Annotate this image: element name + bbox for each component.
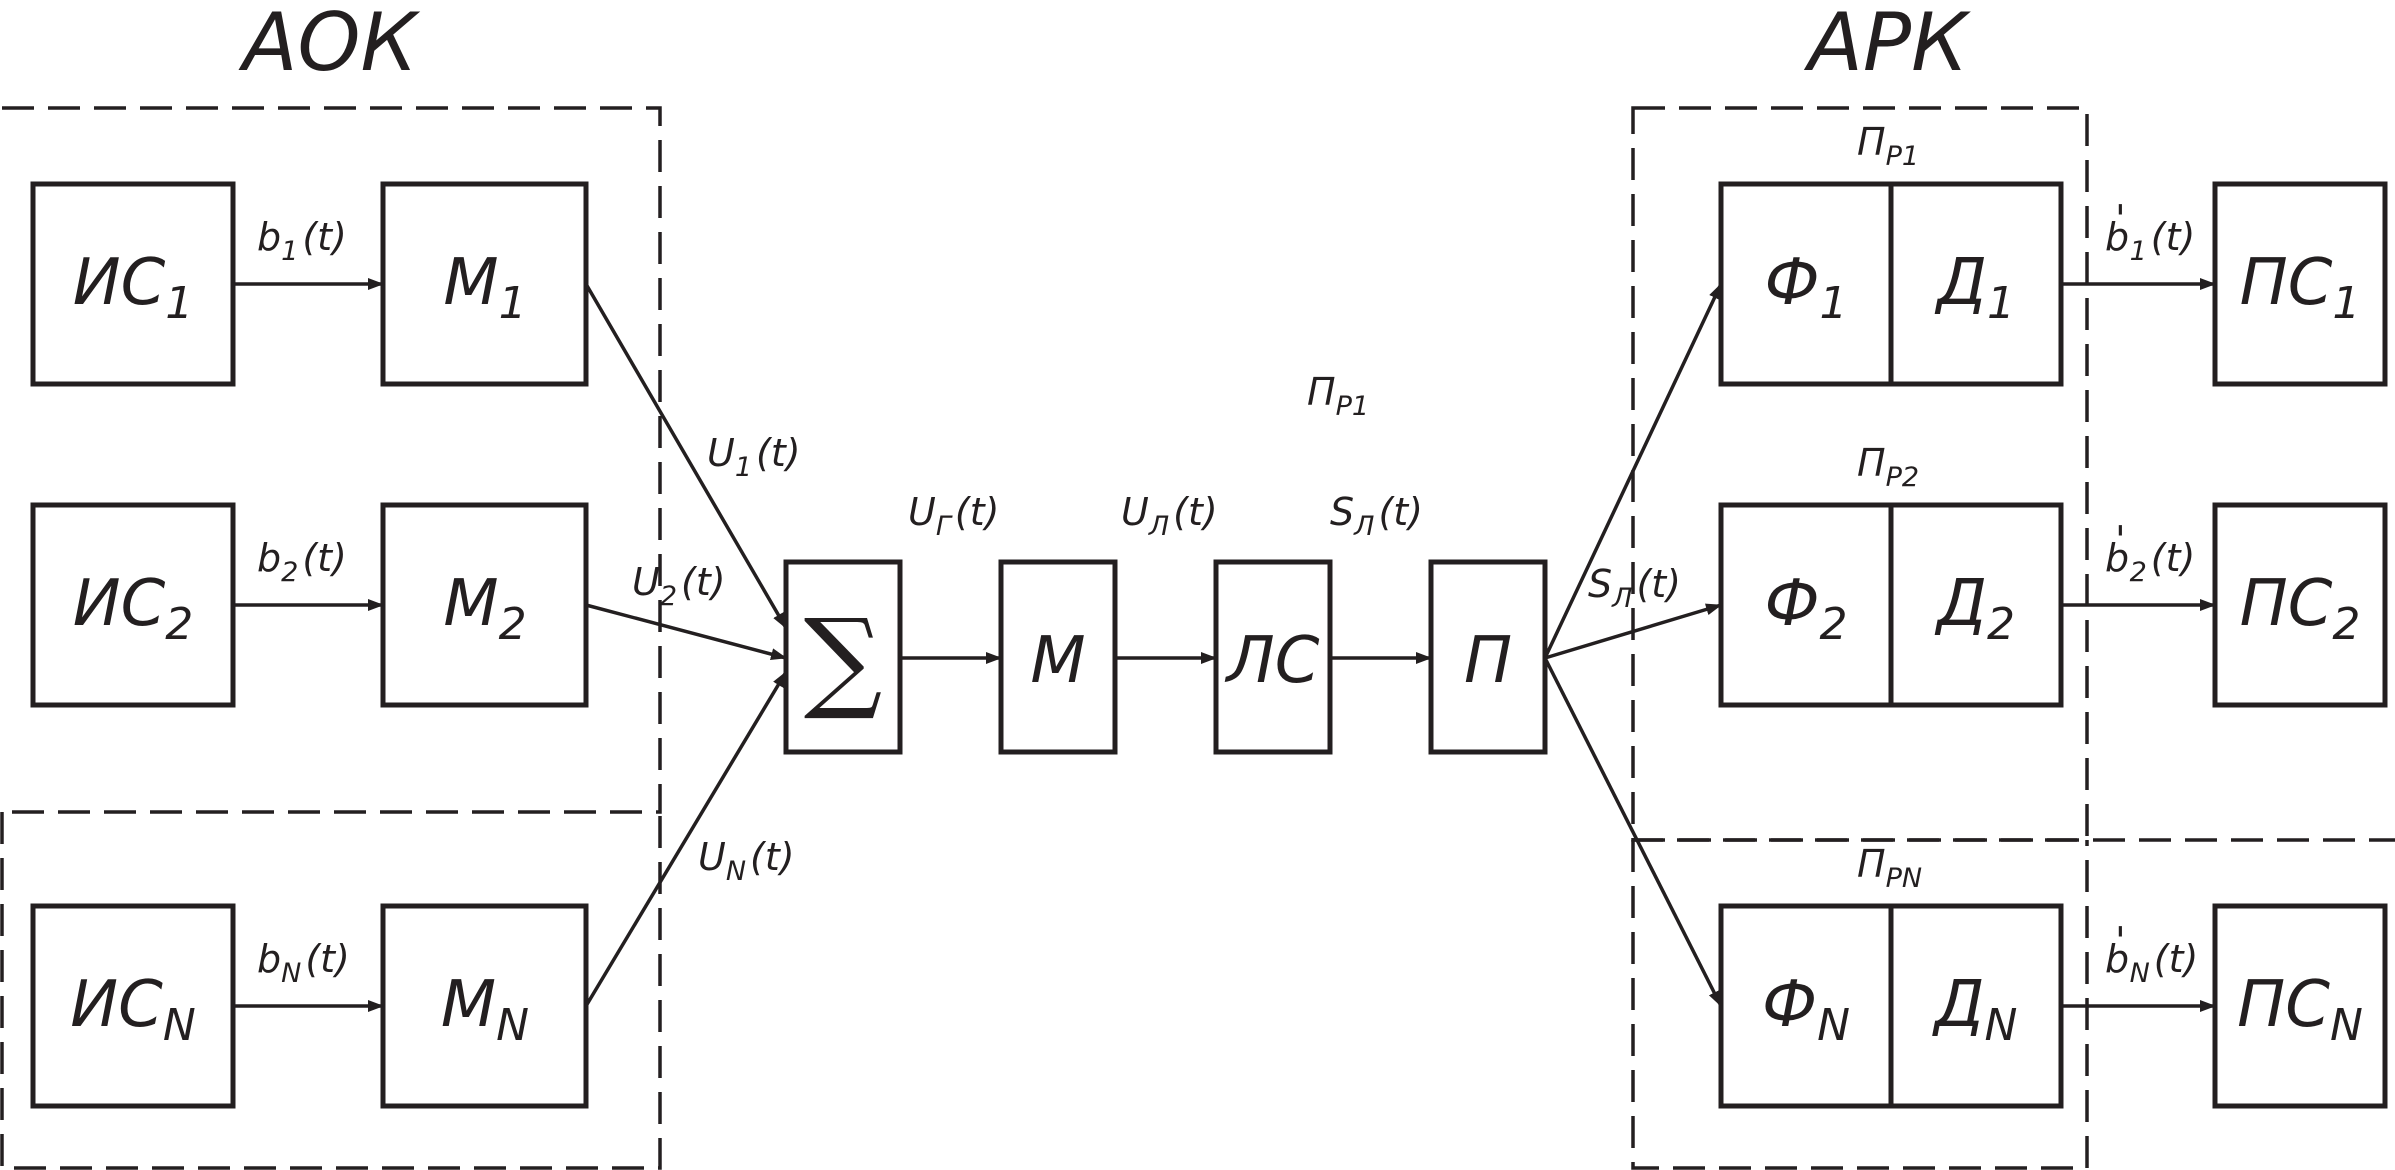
source-block-n: ИСN [30, 903, 236, 1109]
svg-text:Ф1: Ф1 [1764, 246, 1847, 329]
svg-text:ФN: ФN [1762, 968, 1850, 1051]
filter-label: Ф [1764, 246, 1819, 320]
filter-label: Ф [1764, 567, 1819, 641]
modulator-label: М [443, 567, 498, 641]
svg-text:МN: МN [441, 968, 529, 1051]
modulator-index: N [496, 1000, 529, 1051]
modulator-label: М [441, 968, 496, 1042]
signal-label-bn-out: b'N(t) [2105, 919, 2198, 989]
source-block-2: ИС2 [30, 502, 236, 708]
modulator-block-1: М1 [380, 181, 589, 387]
signal-label-sl-branch: SЛ(t) [1588, 562, 1681, 614]
arrow-receiver-to-branch-2 [1544, 603, 1722, 660]
line-block: ЛС [1213, 559, 1333, 755]
svg-text:Д2: Д2 [1934, 567, 2015, 650]
source-index: 1 [165, 278, 193, 329]
arrow-modulator-2-to-summator [585, 603, 787, 660]
sink-block-n: ПСN [2212, 903, 2388, 1109]
sink-label: ПС [2237, 968, 2330, 1042]
summator-block: ∑ [783, 559, 903, 755]
svg-text:М2: М2 [443, 567, 526, 650]
receiver-label: П [1464, 624, 1512, 698]
svg-text:М1: М1 [443, 246, 526, 329]
group-modulator-block: М [998, 559, 1118, 755]
svg-text:ПСN: ПСN [2237, 968, 2363, 1051]
svg-text:ИС1: ИС1 [73, 246, 194, 329]
group-modulator-label: М [1030, 624, 1085, 698]
summator-symbol: ∑ [804, 595, 883, 723]
receiver-block: П [1428, 559, 1548, 755]
svg-text:ИСN: ИСN [70, 968, 195, 1051]
source-index: N [163, 1000, 196, 1051]
svg-text:ПС1: ПС1 [2240, 246, 2361, 329]
arrow-modulator-1-to-summator [584, 283, 788, 629]
detector-index: 1 [1987, 278, 2015, 329]
signal-label-u1: U1(t) [707, 431, 801, 483]
source-label: ИС [70, 968, 163, 1042]
detector-index: N [1985, 1000, 2018, 1051]
detector-block-2: Д2 [1888, 502, 2064, 708]
middle-label-pr1: ПР1 [1307, 370, 1369, 422]
source-label: ИС [73, 246, 166, 320]
filter-index: 2 [1820, 599, 1848, 650]
filter-block-2: Ф2 [1718, 502, 1894, 708]
filter-block-1: Ф1 [1718, 181, 1894, 387]
svg-text:Ф2: Ф2 [1764, 567, 1847, 650]
modulator-index: 1 [499, 278, 527, 329]
svg-text:ДN: ДN [1932, 968, 2018, 1051]
arrow-receiver-to-branch-n [1543, 657, 1723, 1007]
receive-group-frame-lower [1631, 838, 2395, 1170]
signal-label-b2-out: b'2(t) [2105, 518, 2195, 588]
detector-label: Д [1934, 567, 1987, 641]
signal-label-un: UN(t) [698, 835, 795, 887]
line-label: ЛС [1225, 624, 1320, 698]
modulator-index: 2 [499, 599, 527, 650]
arrow-modulator-n-to-summator [584, 671, 788, 1007]
source-block-1: ИС1 [30, 181, 236, 387]
detector-block-1: Д1 [1888, 181, 2064, 387]
detector-label: Д [1934, 246, 1987, 320]
svg-text:ИС2: ИС2 [73, 567, 194, 650]
modulator-label: М [443, 246, 498, 320]
svg-text:ПС2: ПС2 [2240, 567, 2361, 650]
signal-label-ug: UГ(t) [908, 490, 999, 542]
sink-block-1: ПС1 [2212, 181, 2388, 387]
signal-label-b1-out: b'1(t) [2105, 197, 2195, 267]
signal-label-ul: UЛ(t) [1121, 490, 1218, 542]
sink-index: 2 [2332, 599, 2360, 650]
modulator-block-n: МN [380, 903, 589, 1109]
signal-label-sl: SЛ(t) [1330, 490, 1423, 542]
sink-index: 1 [2332, 278, 2360, 329]
branch-label-n: ПРN [1857, 842, 1922, 894]
source-label: ИС [73, 567, 166, 641]
sink-label: ПС [2240, 246, 2333, 320]
arrow-receiver-to-branch-1 [1543, 283, 1723, 659]
transmit-group-title: АОК [238, 0, 421, 89]
signal-label-b2: b2(t) [257, 536, 347, 588]
sink-block-2: ПС2 [2212, 502, 2388, 708]
filter-label: Ф [1762, 968, 1817, 1042]
receive-group-title: АРК [1803, 0, 1971, 89]
detector-block-n: ДN [1888, 903, 2064, 1109]
svg-text:Д1: Д1 [1934, 246, 2015, 329]
branch-label-2: ПР2 [1857, 441, 1919, 493]
filter-index: 1 [1820, 278, 1848, 329]
detector-label: Д [1932, 968, 1985, 1042]
detector-index: 2 [1987, 599, 2015, 650]
filter-block-n: ФN [1718, 903, 1894, 1109]
sink-label: ПС [2240, 567, 2333, 641]
transmit-group-frame-upper [2, 106, 662, 814]
sink-index: N [2330, 1000, 2363, 1051]
modulator-block-2: М2 [380, 502, 589, 708]
signal-label-b1: b1(t) [257, 215, 347, 267]
filter-index: N [1817, 1000, 1850, 1051]
signal-label-u2: U2(t) [632, 560, 726, 612]
receive-group-frame-upper [1631, 106, 2089, 842]
branch-label-1: ПР1 [1857, 120, 1919, 172]
signal-label-bn: bN(t) [257, 937, 350, 989]
source-index: 2 [165, 599, 193, 650]
